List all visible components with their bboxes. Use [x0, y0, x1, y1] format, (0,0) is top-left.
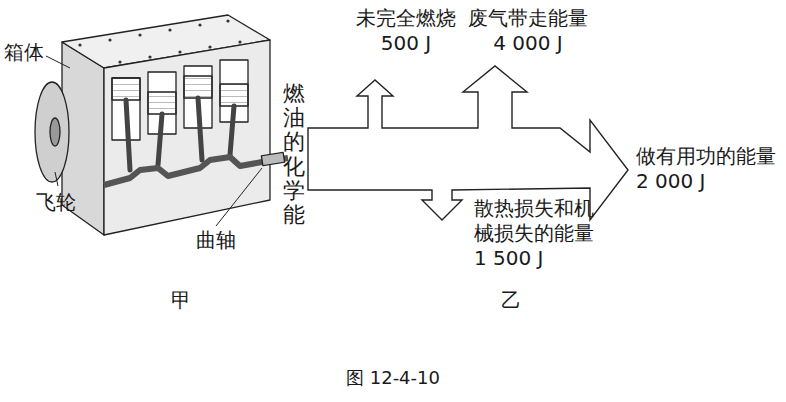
leader-lines — [46, 56, 262, 226]
leader-line — [55, 172, 58, 186]
subfigure-label: 甲 — [166, 288, 196, 313]
source-label: 燃油的化学能 — [283, 82, 305, 227]
energy-label: 未完全燃烧500 J — [350, 6, 462, 56]
engine — [35, 15, 288, 235]
leader-line — [216, 168, 262, 226]
block-front-face — [104, 40, 270, 235]
part-label: 箱体 — [4, 40, 52, 65]
energy-label: 做有用功的能量2 000 J — [636, 144, 782, 194]
flywheel — [35, 82, 69, 182]
energy-label: 废气带走能量4 000 J — [462, 6, 594, 56]
crankshaft — [104, 157, 288, 185]
bolts — [78, 19, 241, 63]
energy-label: 散热损失和机械损失的能量1 500 J — [474, 196, 598, 271]
crankshaft-end — [261, 152, 284, 165]
part-label: 飞轮 — [36, 190, 84, 215]
cylinders — [112, 60, 248, 140]
subfigure-label: 乙 — [496, 288, 526, 313]
flywheel-hub — [50, 118, 60, 146]
leader-line — [46, 56, 70, 68]
part-label: 曲轴 — [196, 228, 244, 253]
figure-caption: 图 12-4-10 — [0, 366, 786, 390]
